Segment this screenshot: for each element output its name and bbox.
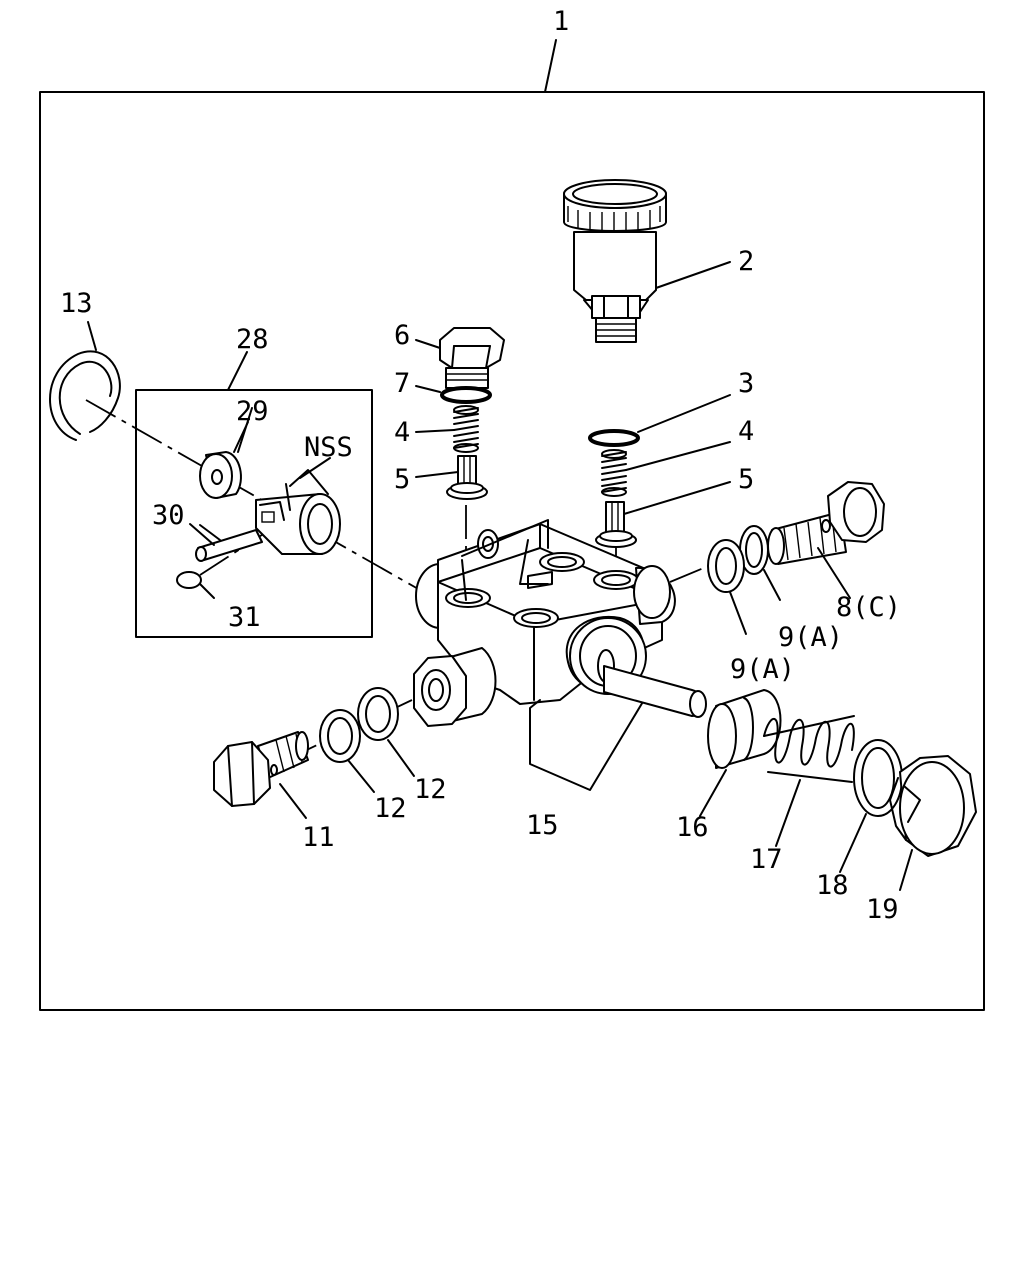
part-29-washer [199,421,249,499]
callout-13: 13 [60,288,93,319]
part-13-snap-ring [49,321,121,441]
callout-18: 18 [816,870,849,901]
part-5-valve-left [415,455,488,500]
callout-9a-lower: 9(A) [730,654,795,685]
leader-lines [199,407,253,541]
part-31-clip [176,571,215,599]
callout-12-right: 12 [414,774,447,805]
part-8-banjo-bolt [767,481,885,599]
callout-8c: 8(C) [836,592,901,623]
callout-4-right: 4 [738,416,754,447]
part-4-spring-left [415,405,479,453]
part-12-washers [319,687,415,793]
subassembly-28-box [135,351,373,638]
part-7-o-ring [415,385,492,404]
callout-15: 15 [526,810,559,841]
part-2-priming-pump [563,179,731,343]
assembly-frame [39,91,985,1011]
part-3-o-ring [588,394,731,447]
part-18-gasket [839,739,903,873]
part-30-pin [189,523,263,562]
callout-4-left: 4 [394,417,410,448]
callout-9a-upper: 9(A) [778,622,843,653]
part-6-bolt [415,327,505,389]
part-16-sleeve [699,689,782,817]
callout-2: 2 [738,246,754,277]
callout-11: 11 [302,822,335,853]
callout-1: 1 [553,6,569,37]
callout-19: 19 [866,894,899,925]
nss-yoke [255,457,341,555]
part-9-washers [707,525,781,635]
part-5-valve-right [595,481,731,548]
callout-31: 31 [228,602,261,633]
callout-28: 28 [236,324,269,355]
callout-5-left: 5 [394,464,410,495]
part-17-spring [763,715,855,847]
callout-7: 7 [394,368,410,399]
piston-rod [603,665,707,718]
callout-3: 3 [738,368,754,399]
callout-17: 17 [750,844,783,875]
part-4-spring-right [601,441,731,497]
part-11-banjo-bolt [213,731,309,819]
callout-12-left: 12 [374,793,407,824]
callout-5-right: 5 [738,464,754,495]
callout-nss: NSS [304,432,353,463]
callout-16: 16 [676,812,709,843]
part-19-plug [889,755,977,891]
callout-6: 6 [394,320,410,351]
part-15-pump-body [413,519,676,791]
callout-29: 29 [236,396,269,427]
callout-30: 30 [152,500,185,531]
